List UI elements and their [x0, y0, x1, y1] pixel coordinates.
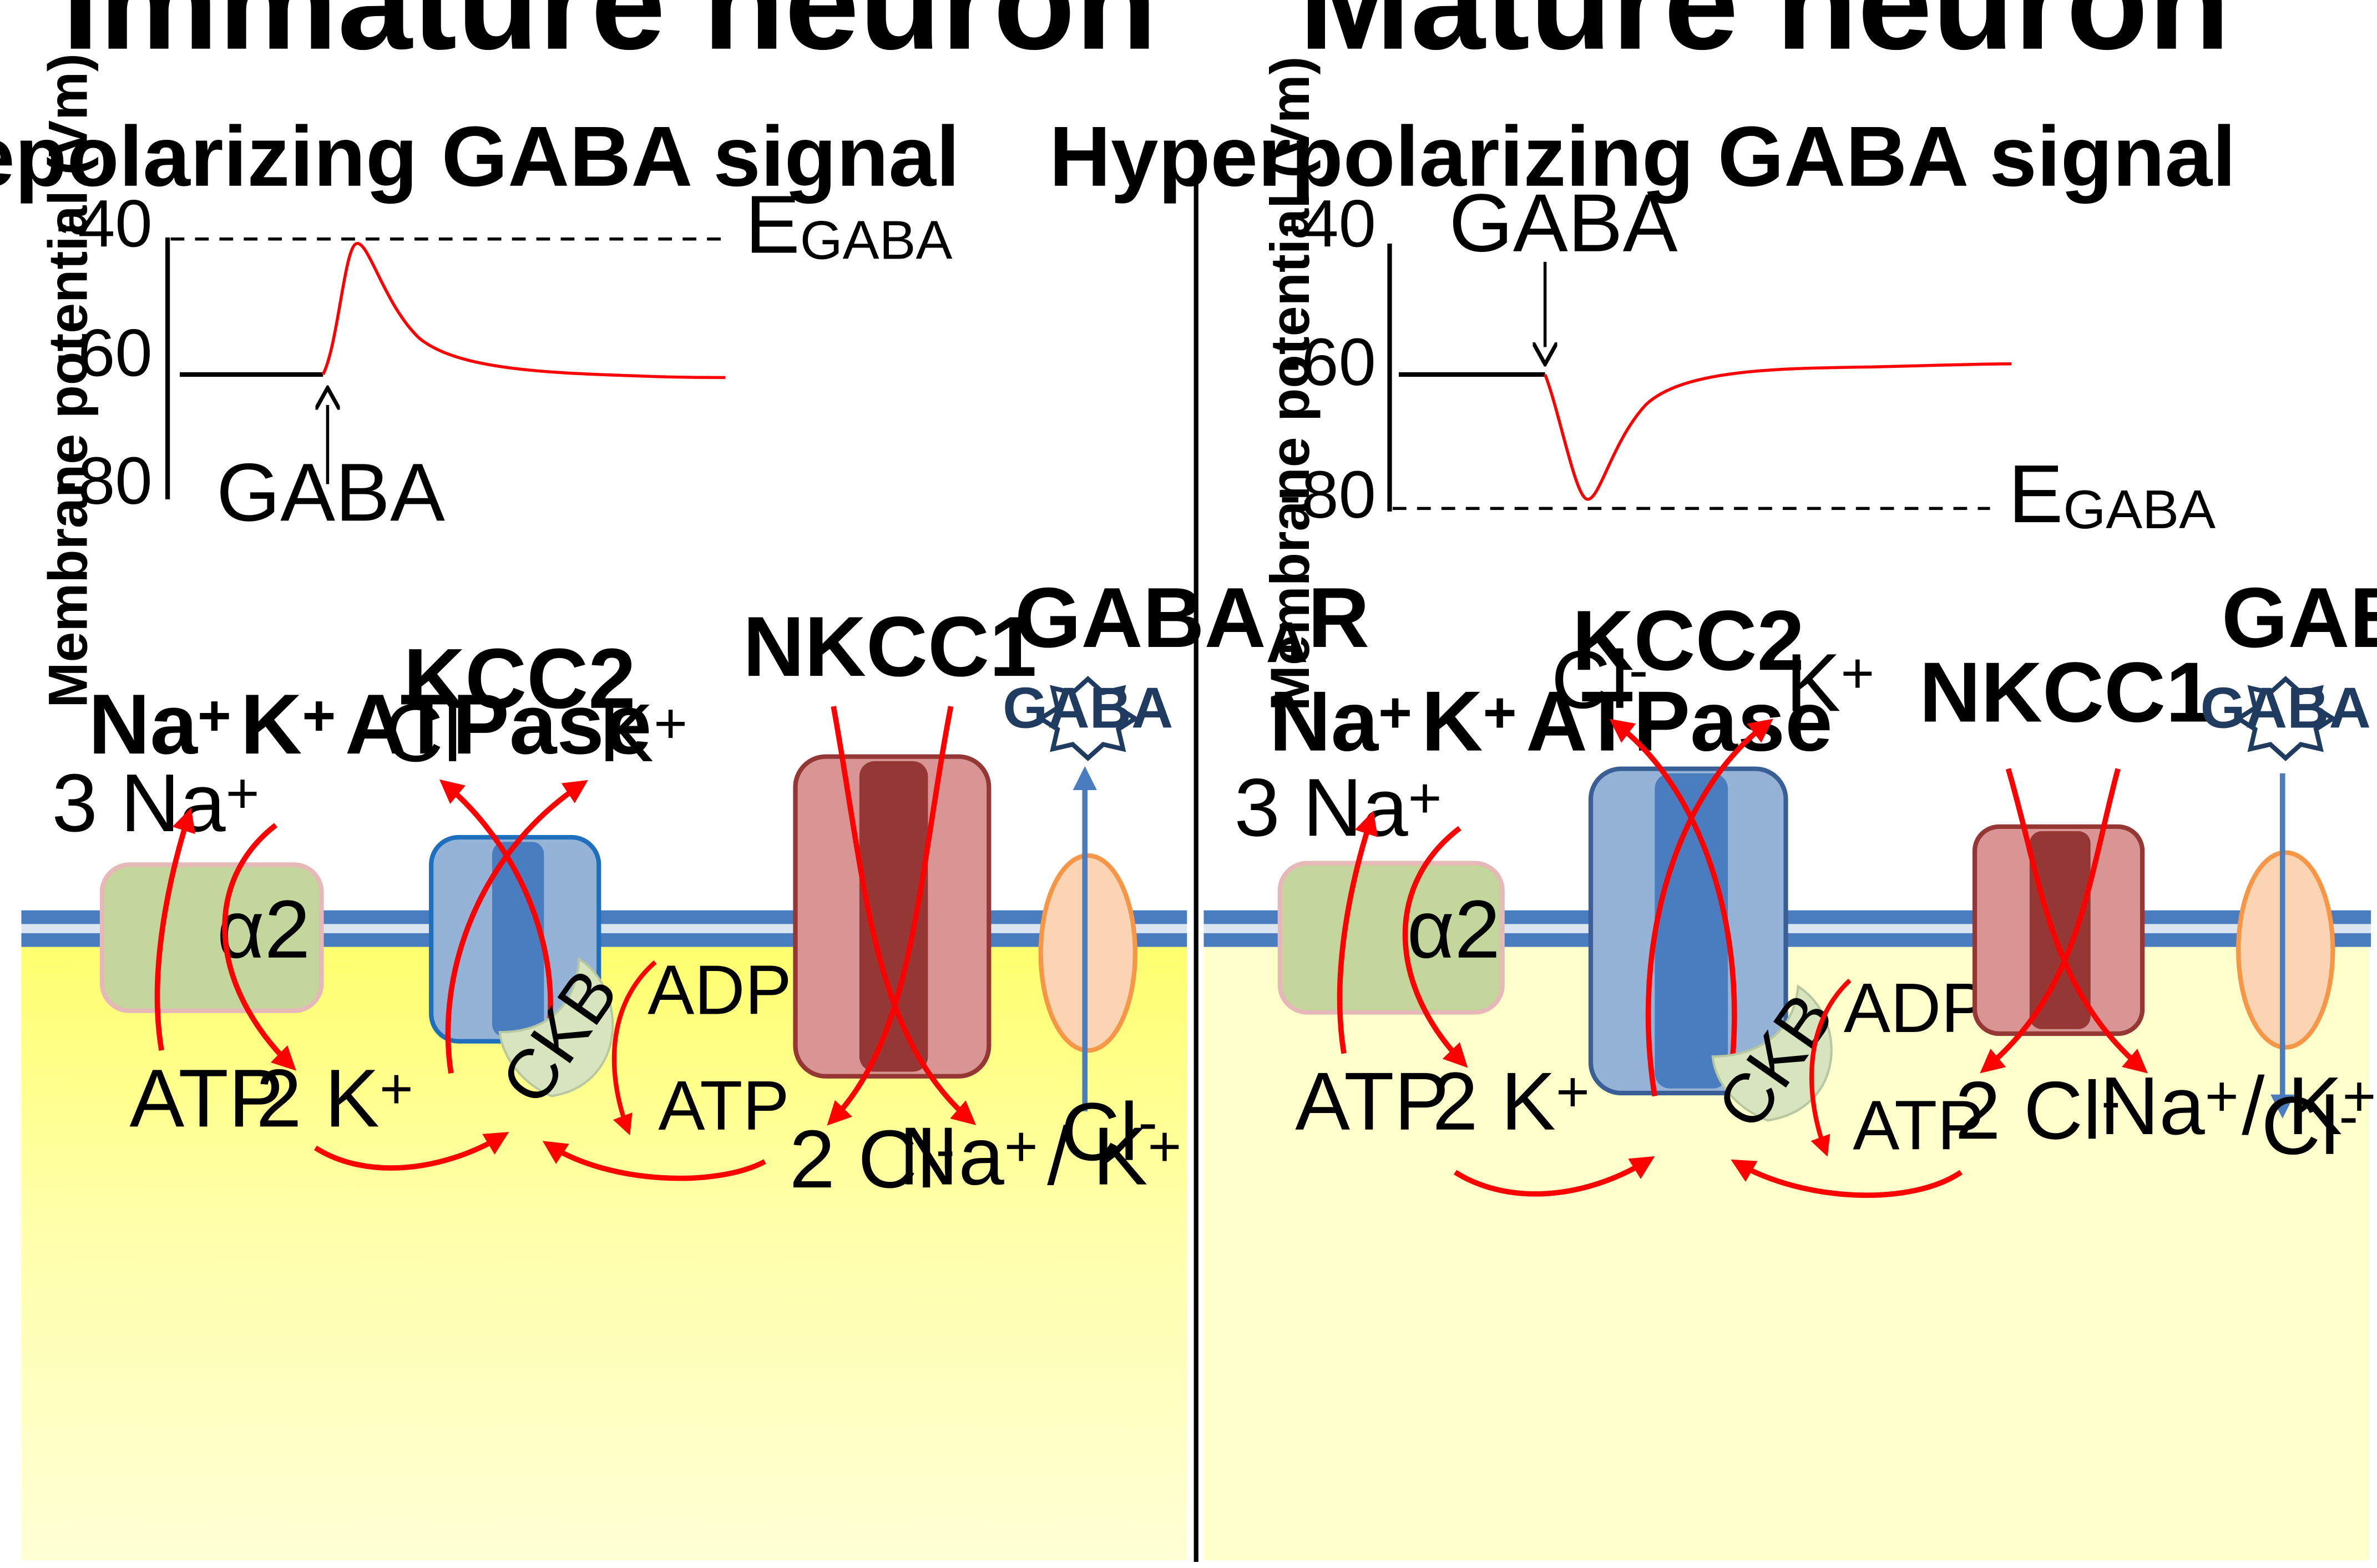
y-tick-60: -60 [1279, 325, 1376, 399]
na-k-in-label: Na+/ K+ [2100, 1060, 2376, 1152]
nkcc1-arrow-na-k [831, 706, 977, 1125]
atpase-arrow-na-out [1337, 811, 1378, 1054]
gabaar-channel [1038, 853, 1138, 1053]
alpha2-label: α2 [1407, 884, 1500, 975]
three-na-label: 3 Na+ [1234, 762, 1442, 853]
kcc2-label: KCC2 [1572, 593, 1804, 688]
cl-to-kcc2-arrow [542, 1141, 766, 1181]
left-transporters: α2 Na+K+ATPase 3 Na+ ATP 2 K+ KCC2 Cl- K… [52, 570, 1369, 1205]
gabaar-label: GABAAR [1015, 570, 1369, 675]
hyperpolarizing-trace [1544, 362, 2011, 501]
k-out-label: K+ [599, 687, 687, 779]
gabaar-label: GABAAR [2222, 570, 2377, 675]
adp-atp-arrow [611, 960, 657, 1136]
k-to-kcc2-arrow [1454, 1156, 1655, 1197]
adp-atp-arrow [1809, 978, 1852, 1157]
nkcc1-label: NKCC1 [743, 599, 1037, 694]
na-k-in-label: Na+/ K+ [899, 1111, 1181, 1202]
cl-out-label: Cl- [1551, 634, 1648, 726]
graph-depolarizing: Depolarizing GABA signal -40 -60 -80 Mem… [0, 53, 960, 708]
gaba-star-label: GABA [1003, 676, 1173, 741]
y-tick-60: -60 [55, 316, 153, 391]
graph-title: Depolarizing GABA signal [0, 109, 960, 204]
atpase-arrow-na-out [154, 807, 195, 1051]
cl-to-kcc2-arrow [1731, 1159, 1963, 1198]
nkcc1-arrow-cl [827, 706, 954, 1126]
y-axis-label: Membrane potential (Vm) [1260, 57, 1321, 711]
atp-label: ATP [1295, 1056, 1449, 1147]
panel-title-immature: Immature neuron [62, 0, 1157, 78]
kcc2-arrow-cl [1609, 719, 1737, 1097]
cl-out-label: Cl- [384, 687, 481, 779]
two-cl-label: 2 Cl- [790, 1114, 955, 1205]
graph-hyperpolarizing: Hyperpolarizing GABA signal -40 -60 -80 … [1049, 57, 2236, 711]
right-transporters: α2 Na+K+ATPase 3 Na+ ATP 2 K+ KCC2 Cl- K… [1234, 570, 2377, 1198]
cl-gaba-label: Cl- [1060, 1086, 1157, 1178]
kcc2-core [492, 842, 544, 1037]
y-tick-80: -80 [1279, 457, 1376, 532]
y-tick-40: -40 [55, 186, 153, 261]
gaba-label: GABA [216, 447, 445, 538]
two-cl-label: 2 Cl- [1955, 1065, 2120, 1156]
gaba-label: GABA [1449, 178, 1678, 269]
y-axis-label: Membrane potential (Vm) [37, 53, 98, 708]
na-k-atpase-label: Na+K+ATPase [1270, 674, 1833, 769]
depolarizing-trace [321, 242, 726, 380]
alpha2-label: α2 [217, 884, 310, 975]
nkcc1-core [859, 761, 928, 1072]
nkcc1-label: NKCC1 [1919, 645, 2213, 740]
ckb-shape [498, 957, 614, 1097]
y-tick-40: -40 [1279, 186, 1376, 261]
ckb-shape [1711, 984, 1833, 1122]
graph-title: Hyperpolarizing GABA signal [1049, 109, 2236, 204]
three-na-label: 3 Na+ [52, 757, 259, 849]
atp-label: ATP [129, 1053, 283, 1144]
cl-gaba-label: Cl- [2261, 1080, 2358, 1172]
nkcc1-arrow-na-k [2005, 768, 2148, 1074]
kcc2-label: KCC2 [403, 631, 636, 726]
na-k-atpase [1277, 861, 1505, 1015]
panel-title-mature: Mature neuron [1299, 0, 2230, 78]
k-to-kcc2-arrow [313, 1132, 509, 1171]
nkcc1-arrow-cl [1980, 768, 2121, 1074]
e-gaba-label: EGABA [2008, 448, 2216, 540]
two-k-label: 2 K+ [256, 1053, 413, 1144]
e-gaba-label: EGABA [745, 179, 953, 271]
kcc2-arrow-k [445, 780, 588, 1074]
atp-right-label: ATP [1853, 1086, 1984, 1165]
two-k-label: 2 K+ [1432, 1056, 1590, 1147]
gaba-star-label: GABA [2201, 676, 2371, 741]
gaba-star [1036, 676, 1140, 761]
kcc2-core [1655, 773, 1728, 1089]
atp-right-label: ATP [658, 1066, 789, 1145]
atpase-arrow-k-in [222, 823, 296, 1071]
gabaar-channel [2236, 850, 2335, 1050]
na-k-atpase-label: Na+K+ATPase [88, 676, 651, 772]
k-out-label: K+ [1786, 637, 1874, 729]
atpase-arrow-k-in [1402, 826, 1468, 1068]
kcc2-arrow-k [1645, 719, 1773, 1097]
y-tick-80: -80 [55, 443, 153, 518]
gaba-star [2234, 676, 2338, 761]
